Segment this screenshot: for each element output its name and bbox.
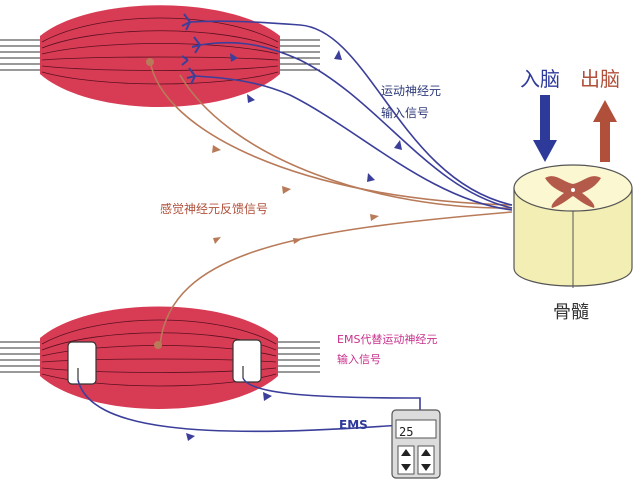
bottom-muscle — [40, 306, 278, 409]
ems-replace-label-line1: EMS代替运动神经元 — [337, 333, 438, 346]
in-brain-arrow-icon — [533, 95, 557, 162]
out-brain-arrow-icon — [593, 100, 617, 162]
ems-device — [391, 409, 441, 479]
electrode-pad-left — [67, 341, 97, 385]
top-muscle — [40, 5, 280, 107]
sensory-receptor-top — [146, 58, 154, 66]
motor-arrowheads — [230, 50, 402, 182]
ems-wires — [77, 377, 421, 433]
ems-replace-label-line2: 输入信号 — [337, 353, 381, 366]
motor-nerve-endings — [181, 13, 201, 85]
ems-device-display: 25 — [399, 425, 414, 439]
top-muscle-tendon-left — [0, 39, 45, 71]
spinal-cord — [513, 164, 633, 288]
sensory-nerve-paths — [149, 59, 513, 346]
out-brain-label: 出脑 — [580, 67, 620, 91]
sensory-arrowheads — [212, 145, 379, 244]
sensory-feedback-label: 感觉神经元反馈信号 — [160, 202, 269, 216]
motor-input-label-line2: 输入信号 — [381, 106, 430, 120]
ems-arrowheads — [186, 392, 272, 441]
motor-nerve-paths — [189, 20, 513, 211]
ems-device-label: EMS — [339, 418, 368, 432]
in-brain-label: 入脑 — [520, 67, 560, 91]
spinal-cord-label: 骨髓 — [553, 302, 589, 323]
electrode-pad-right — [232, 339, 262, 383]
sensory-receptor-bottom — [154, 341, 162, 349]
bottom-muscle-tendon-left — [0, 341, 45, 373]
motor-input-label-line1: 运动神经元 — [381, 84, 442, 98]
